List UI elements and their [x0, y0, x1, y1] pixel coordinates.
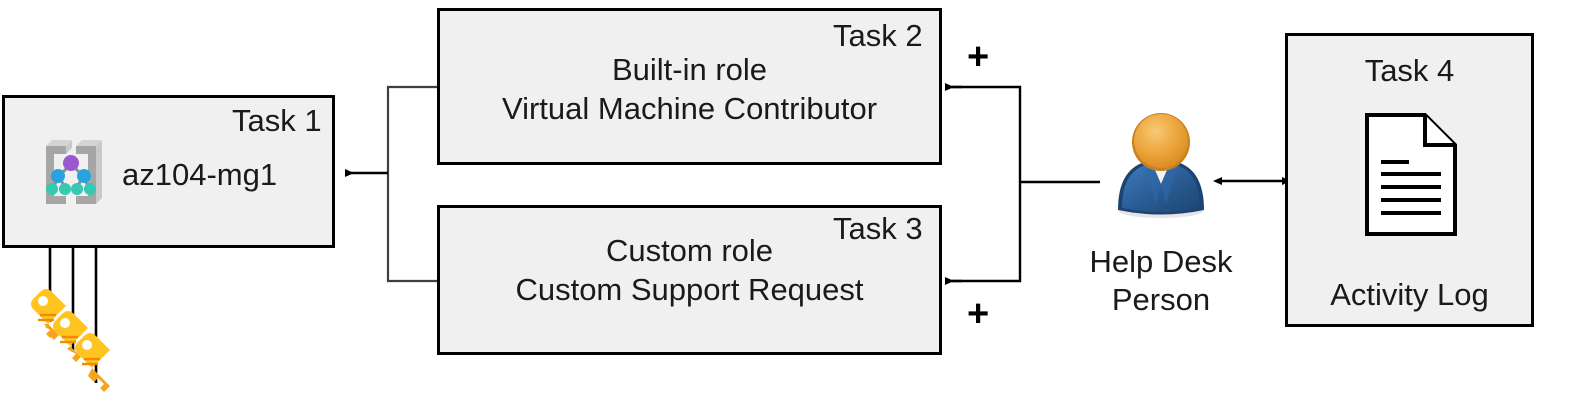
person-label-line2: Person: [1111, 282, 1211, 317]
person-icon: [1118, 113, 1204, 218]
connector-roles-to-task1: [345, 85, 437, 283]
task3-tag: Task 3: [833, 211, 923, 246]
task4-tag: Task 4: [1364, 53, 1455, 88]
task3-line2: Custom Support Request: [515, 272, 864, 307]
task4-label: Activity Log: [1330, 277, 1489, 312]
task2-line1: Built-in role: [611, 52, 768, 87]
person-label-line1: Help Desk: [1089, 244, 1233, 279]
task2-box[interactable]: [437, 8, 942, 165]
task2-line2: Virtual Machine Contributor: [501, 91, 878, 126]
keys-icon: [31, 289, 110, 392]
management-group-icon: [46, 140, 102, 204]
task3-line1: Custom role: [605, 233, 774, 268]
plus-top: +: [967, 36, 990, 78]
task1-label: az104-mg1: [122, 157, 278, 192]
connector-person-to-roles: [945, 83, 1100, 285]
document-icon: [1365, 113, 1457, 236]
task1-tag: Task 1: [232, 103, 322, 138]
task3-box[interactable]: [437, 205, 942, 355]
plus-bottom: +: [967, 293, 990, 335]
task2-tag: Task 2: [833, 18, 923, 53]
